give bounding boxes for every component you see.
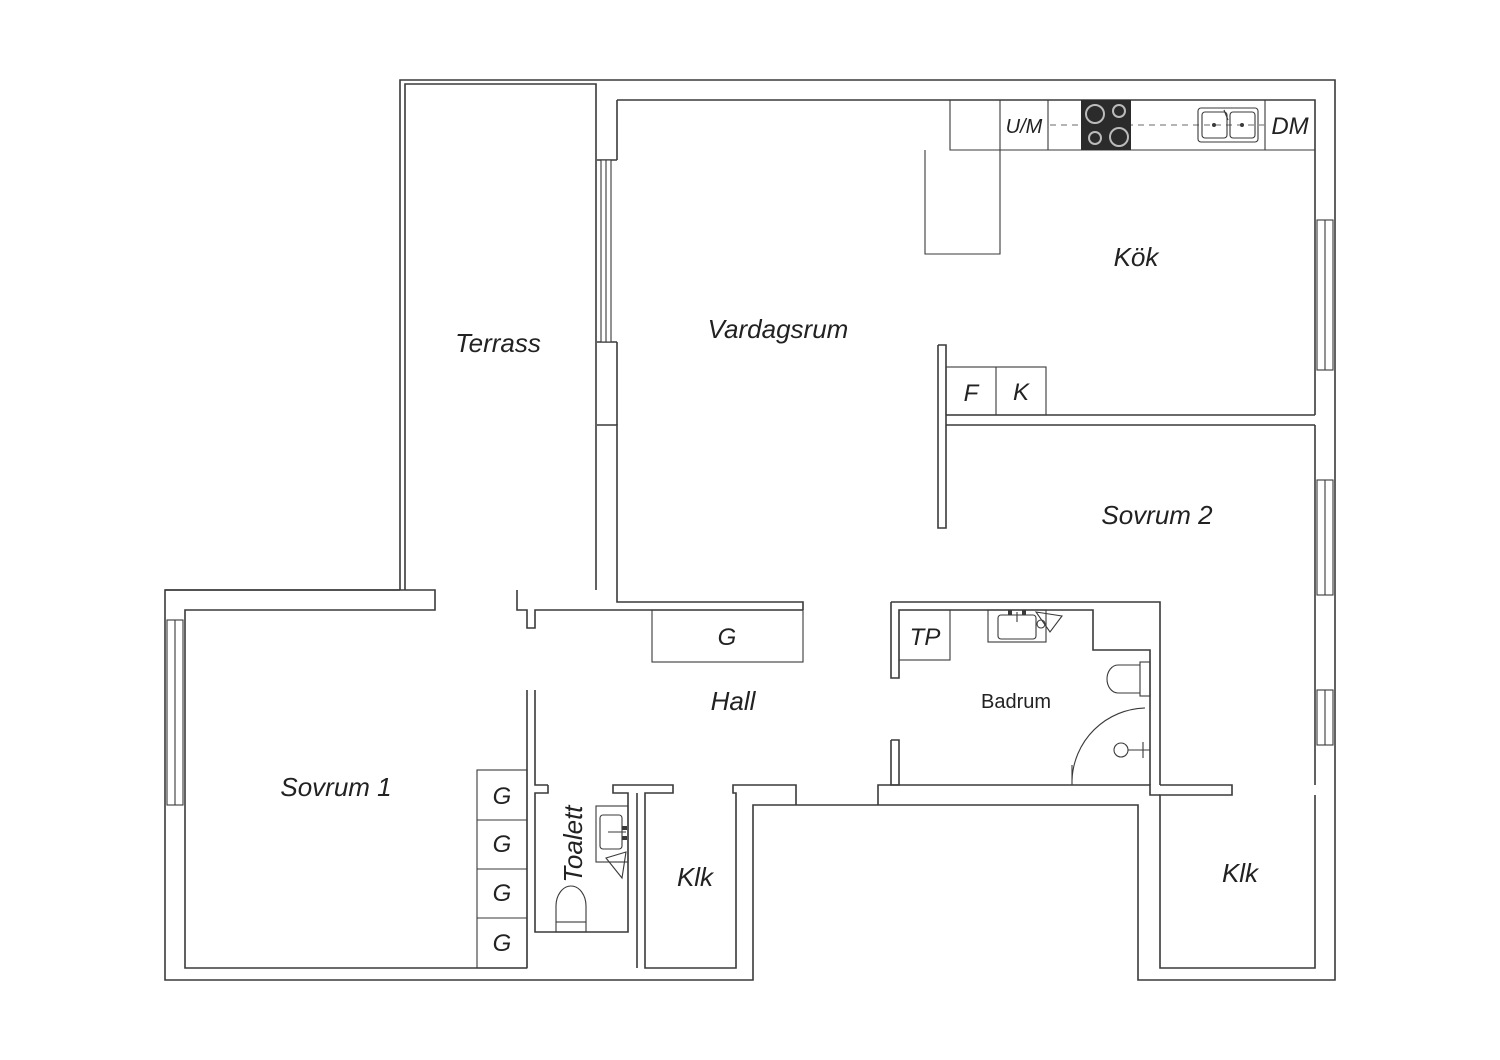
oven-microwave-label: U/M (1006, 116, 1043, 138)
bathroom-toilet-icon (1106, 661, 1151, 697)
outer-walls (164, 79, 1336, 981)
dishwasher-label: DM (1271, 113, 1308, 140)
windows (166, 159, 1334, 806)
bedroom1-wardrobes: G G G G (476, 769, 528, 969)
kitchen-sink-icon (1197, 107, 1259, 143)
room-label-bathroom: Badrum (981, 691, 1051, 713)
wardrobe-label-4: G (493, 930, 512, 957)
toilet-sink-icon (595, 805, 629, 880)
toilet-fixtures (555, 805, 629, 933)
room-label-living-room: Vardagsrum (708, 314, 849, 344)
wardrobe-label-3: G (493, 880, 512, 907)
laundry-cabinet: TP (898, 609, 951, 661)
room-label-bedroom-1: Sovrum 1 (280, 772, 391, 802)
room-label-hall: Hall (711, 686, 757, 716)
room-label-toilet: Toalett (558, 804, 588, 883)
wardrobe-label-2: G (493, 831, 512, 858)
shower-icon (1071, 707, 1150, 785)
fridge-label: F (964, 380, 980, 407)
wardrobe-label-1: G (493, 783, 512, 810)
room-label-kitchen: Kök (1114, 242, 1161, 272)
kitchen-counter: U/M DM (924, 100, 1315, 255)
laundry-label: TP (910, 624, 941, 651)
room-label-bedroom-2: Sovrum 2 (1101, 500, 1213, 530)
room-label-closet-center: Klk (677, 862, 715, 892)
room-label-terrace: Terrass (455, 328, 541, 358)
room-label-closet-right: Klk (1222, 858, 1260, 888)
bathroom-tap-icon (1034, 611, 1063, 633)
stove-icon (1081, 100, 1131, 150)
room-labels: Terrass Vardagsrum Kök Sovrum 2 Sovrum 1… (280, 242, 1260, 892)
bathroom-fixtures (987, 609, 1151, 785)
freezer-label: K (1013, 379, 1030, 406)
hall-wardrobe-label: G (718, 624, 737, 651)
fridge-freezer: F K (945, 366, 1047, 416)
hall-wardrobe: G (651, 609, 804, 663)
toilet-bowl-icon (555, 885, 587, 933)
